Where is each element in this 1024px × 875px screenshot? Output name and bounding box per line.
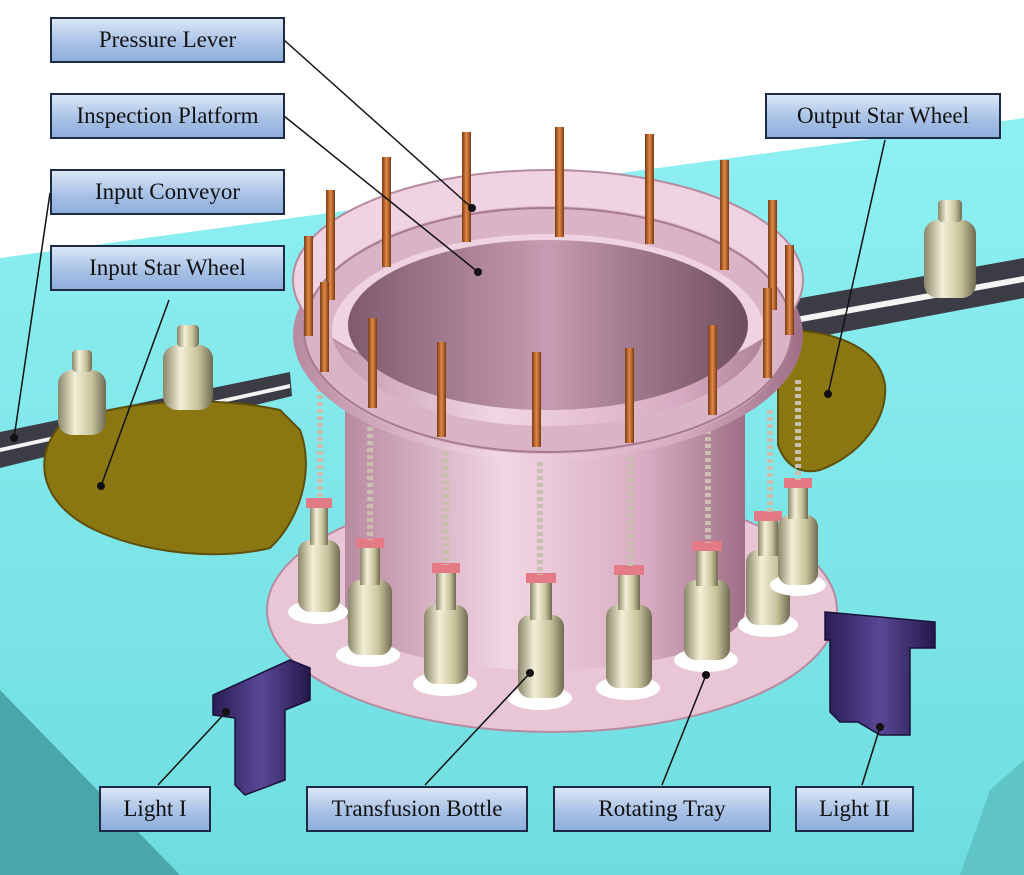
table-edge-right: [960, 760, 1024, 875]
label-output-star-wheel: Output Star Wheel: [765, 93, 1001, 139]
pressure-levers: [304, 127, 794, 447]
pressure-chains: [317, 360, 801, 575]
label-input-star-wheel: Input Star Wheel: [50, 245, 285, 291]
label-transfusion-bottle: Transfusion Bottle: [306, 786, 528, 832]
label-light-1: Light I: [99, 786, 211, 832]
bottle-on-output: [924, 200, 976, 298]
label-pressure-lever: Pressure Lever: [50, 17, 285, 63]
inspection-platform-rim: [304, 206, 792, 454]
bottle-on-input-1: [58, 350, 106, 435]
leader-lines: [13, 39, 886, 786]
light-1: [212, 659, 311, 796]
label-input-conveyor: Input Conveyor: [50, 169, 285, 215]
inspection-platform-hole: [348, 240, 748, 410]
label-inspection-platform: Inspection Platform: [50, 93, 285, 139]
leader-dots: [10, 204, 884, 731]
label-light-2: Light II: [795, 786, 914, 832]
light-2: [824, 611, 936, 736]
tray-bottles: [288, 478, 826, 710]
label-rotating-tray: Rotating Tray: [553, 786, 771, 832]
output-star-wheel: [777, 328, 887, 473]
bottle-on-input-2: [163, 325, 213, 410]
